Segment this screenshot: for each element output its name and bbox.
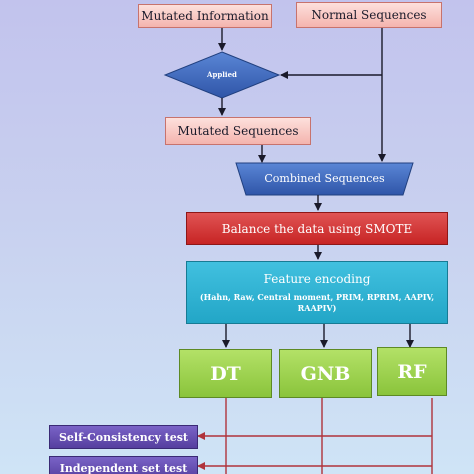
dt-box: DT <box>179 349 272 398</box>
applied-label: Applied <box>207 70 237 79</box>
mutated-information-label: Mutated Information <box>141 9 269 23</box>
rf-box: RF <box>377 347 447 396</box>
dt-label: DT <box>210 362 241 385</box>
self-consistency-box: Self-Consistency test <box>49 425 198 449</box>
feature-encoding-list: (Hahn, Raw, Central moment, PRIM, RPRIM,… <box>199 291 435 313</box>
normal-sequences-label: Normal Sequences <box>311 8 427 22</box>
mutated-sequences-label: Mutated Sequences <box>177 124 299 138</box>
gnb-box: GNB <box>279 349 372 398</box>
mutated-sequences-box: Mutated Sequences <box>165 117 311 145</box>
smote-box: Balance the data using SMOTE <box>186 212 448 245</box>
smote-label: Balance the data using SMOTE <box>221 221 413 236</box>
feature-encoding-box: Feature encoding (Hahn, Raw, Central mom… <box>186 261 448 324</box>
combined-sequences-label: Combined Sequences <box>264 172 385 185</box>
gnb-label: GNB <box>300 362 351 385</box>
independent-set-label: Independent set test <box>59 461 188 474</box>
combined-sequences-shape <box>235 162 414 196</box>
feature-encoding-title: Feature encoding <box>263 271 371 286</box>
rf-label: RF <box>397 360 427 383</box>
independent-set-box: Independent set test <box>49 456 198 474</box>
self-consistency-label: Self-Consistency test <box>58 430 189 444</box>
normal-sequences-box: Normal Sequences <box>296 2 442 28</box>
mutated-information-box: Mutated Information <box>138 4 272 28</box>
